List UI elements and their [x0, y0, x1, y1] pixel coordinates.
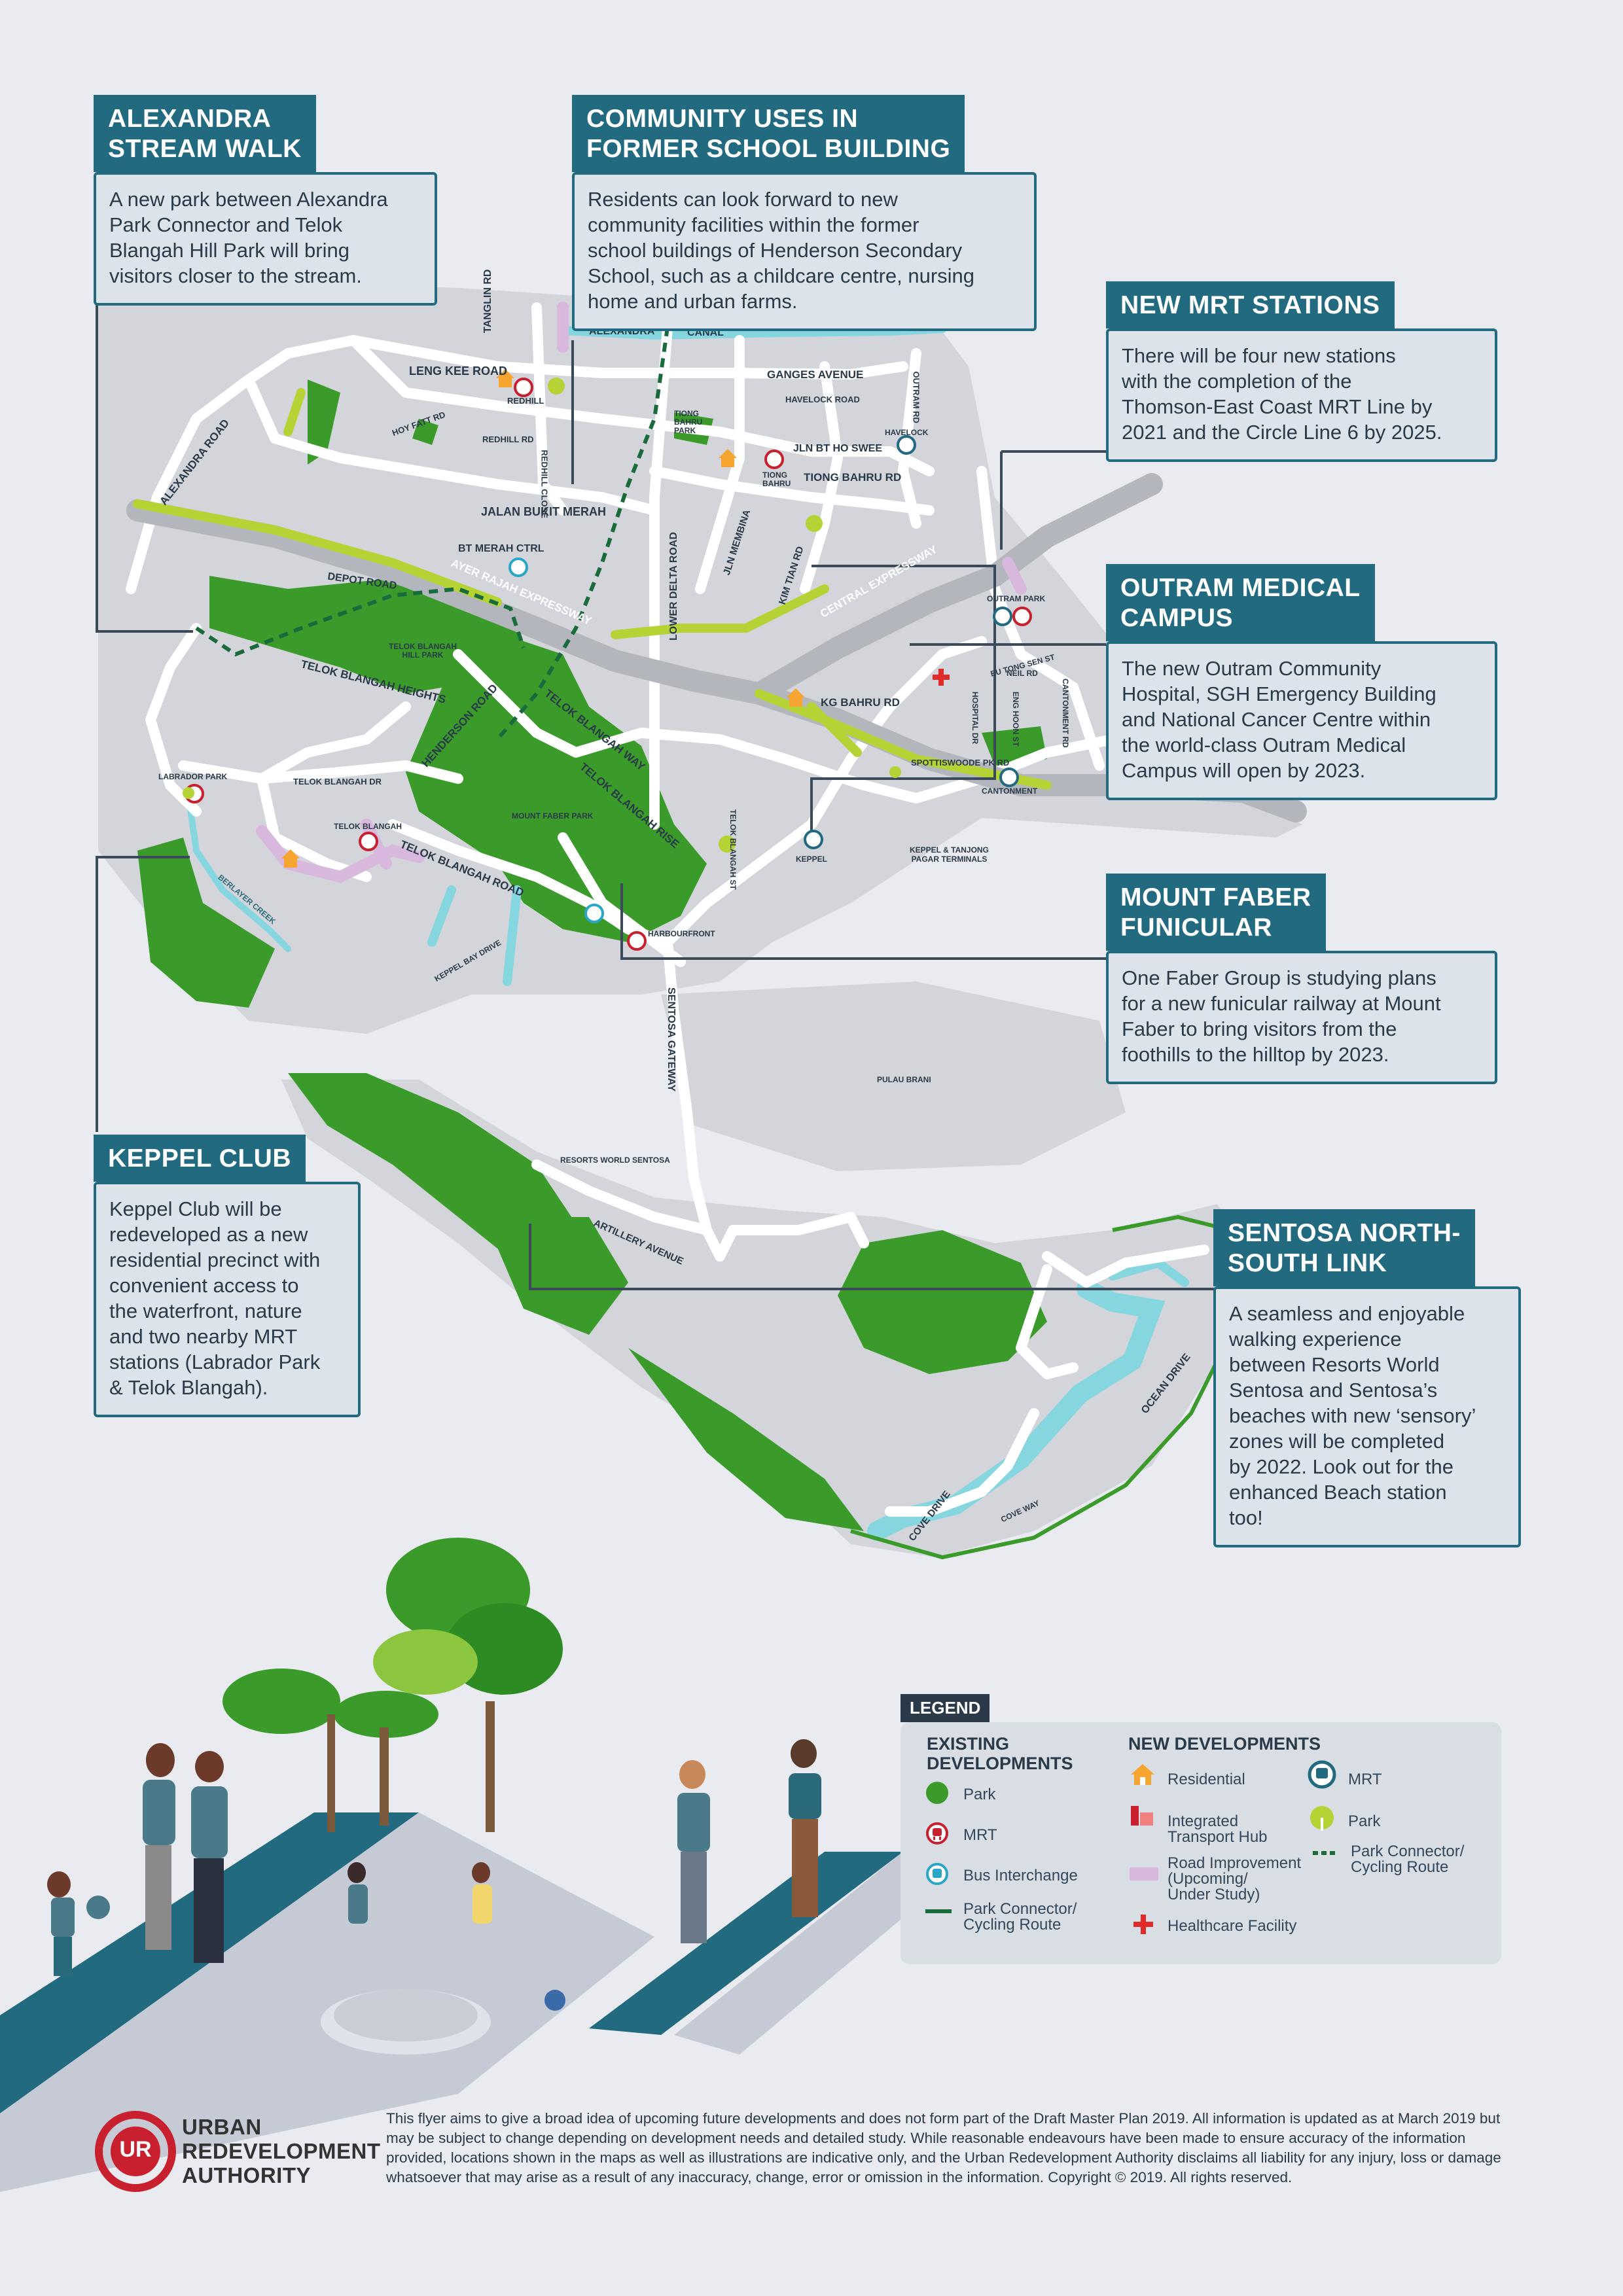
- label-jln-bt-ho-swee: JLN BT HO SWEE: [793, 443, 883, 454]
- label-tiong-bahru-park: TIONG BAHRU PARK: [674, 409, 703, 435]
- label-spottiswoode: SPOTTISWOODE PK RD: [911, 758, 1010, 768]
- new-park-connectors: [133, 388, 1052, 790]
- road-network: [126, 302, 1209, 1517]
- card-keppel-club: KEPPEL CLUB Keppel Club will be redevelo…: [94, 1135, 361, 1417]
- card-text: A new park between Alexandra Park Connec…: [94, 172, 437, 306]
- label-leng-kee-road: LENG KEE ROAD: [409, 364, 508, 378]
- ura-logo: [95, 2111, 176, 2192]
- card-text: A seamless and enjoyable walking experie…: [1213, 1286, 1521, 1547]
- card-text: Residents can look forward to new commun…: [572, 172, 1037, 331]
- callout-leaders: [96, 301, 1214, 1290]
- disclaimer: This flyer aims to give a broad idea of …: [386, 2110, 1501, 2185]
- new-mrt-icon: [1308, 1760, 1336, 1789]
- card-community-uses: COMMUNITY USES IN FORMER SCHOOL BUILDING…: [572, 95, 1037, 331]
- card-title: OUTRAM MEDICAL CAMPUS: [1106, 564, 1375, 641]
- label-telok-blangah-hill-park: TELOK BLANGAH HILL PARK: [389, 642, 457, 660]
- card-alexandra-stream-walk: ALEXANDRA STREAM WALK A new park between…: [94, 95, 437, 306]
- bus-interchange-markers: [508, 557, 604, 923]
- label-sentosa-gateway: SENTOSA GATEWAY: [666, 987, 677, 1092]
- legend-existing-connector: Park Connector/ Cycling Route: [963, 1900, 1077, 1934]
- new-park-icon: [1310, 1806, 1334, 1831]
- label-cantonment-rd: CANTONMENT RD: [1061, 679, 1070, 748]
- card-title: COMMUNITY USES IN FORMER SCHOOL BUILDING: [572, 95, 965, 172]
- label-redhill: REDHILL: [507, 396, 544, 406]
- road-improvement-icon: [1130, 1867, 1158, 1881]
- healthcare-cross-icon: [933, 669, 950, 686]
- label-redhill-rd: REDHILL RD: [482, 434, 534, 444]
- label-telok-blangah-st: TELOK BLANGAH ST: [728, 809, 738, 890]
- label-pulau-brani: PULAU BRANI: [877, 1075, 931, 1084]
- card-title: ALEXANDRA STREAM WALK: [94, 95, 316, 172]
- label-keppel-tanjong: KEPPEL & TANJONG PAGAR TERMINALS: [910, 845, 989, 864]
- residential-markers: [281, 369, 805, 868]
- label-outram-rd: OUTRAM RD: [911, 371, 921, 423]
- sentosa-coast: [850, 1214, 1246, 1560]
- park-markers: [183, 378, 901, 853]
- ura-name: URBAN REDEVELOPMENT AUTHORITY: [182, 2115, 381, 2187]
- new-connector-dashed-icon: [1313, 1851, 1336, 1855]
- label-telok-blangah-dr: TELOK BLANGAH DR: [293, 777, 382, 786]
- label-tanglin-rd: TANGLIN RD: [482, 269, 493, 333]
- label-tiong-bahru-rd: TIONG BAHRU RD: [804, 471, 902, 484]
- mrt-icon: [926, 1822, 948, 1845]
- card-text: The new Outram Community Hospital, SGH E…: [1106, 641, 1497, 800]
- label-labrador-park: LABRADOR PARK: [158, 772, 228, 781]
- healthcare-icon: [1133, 1915, 1153, 1934]
- card-title: KEPPEL CLUB: [94, 1135, 306, 1182]
- label-cantonment: CANTONMENT: [982, 786, 1038, 796]
- label-neil-rd: NEIL RD: [1007, 669, 1038, 678]
- label-outram-park: OUTRAM PARK: [987, 594, 1046, 603]
- legend-existing-bus: Bus Interchange: [963, 1867, 1078, 1884]
- card-text: There will be four new stations with the…: [1106, 328, 1497, 462]
- mrt-markers: [185, 378, 1032, 951]
- legend-existing-park: Park: [963, 1786, 996, 1803]
- park-icon: [926, 1782, 948, 1804]
- legend-existing-heading: EXISTING DEVELOPMENTS: [927, 1734, 1073, 1773]
- ura-logo-text: UR: [119, 2137, 152, 2162]
- label-bt-merah-ctrl: BT MERAH CTRL: [458, 543, 544, 554]
- legend-new-heading: NEW DEVELOPMENTS: [1128, 1734, 1321, 1754]
- label-ganges-avenue: GANGES AVENUE: [767, 368, 864, 381]
- planned-cycling-route: [195, 327, 669, 741]
- label-kg-bahru-rd: KG BAHRU RD: [821, 696, 900, 709]
- label-telok-blangah-mrt: TELOK BLANGAH: [334, 822, 402, 831]
- card-outram-medical-campus: OUTRAM MEDICAL CAMPUS The new Outram Com…: [1106, 564, 1497, 800]
- legend-panel: [901, 1722, 1501, 1964]
- legend-new-road-improvement: Road Improvement (Upcoming/ Under Study): [1168, 1854, 1302, 1903]
- card-title: SENTOSA NORTH- SOUTH LINK: [1213, 1209, 1475, 1286]
- legend-tag: LEGEND: [901, 1694, 990, 1722]
- card-title: MOUNT FABER FUNICULAR: [1106, 874, 1326, 951]
- label-harbourfront: HARBOURFRONT: [648, 929, 715, 938]
- legend-new-mrt: MRT: [1348, 1771, 1382, 1788]
- legend-new-park: Park: [1348, 1812, 1381, 1830]
- legend-new-residential: Residential: [1168, 1771, 1245, 1788]
- label-resorts-world: RESORTS WORLD SENTOSA: [560, 1156, 670, 1165]
- label-havelock: HAVELOCK: [885, 428, 929, 437]
- bus-interchange-icon: [926, 1863, 948, 1885]
- legend-new-connector: Park Connector/ Cycling Route: [1351, 1843, 1465, 1876]
- card-text: One Faber Group is studying plans for a …: [1106, 951, 1497, 1084]
- legend-new-transport-hub: Integrated Transport Hub: [1168, 1812, 1268, 1846]
- park-connector-line-icon: [925, 1909, 952, 1913]
- label-eng-hoon-st: ENG HOON ST: [1011, 692, 1020, 747]
- label-keppel: KEPPEL: [796, 855, 828, 864]
- label-lower-delta-road: LOWER DELTA ROAD: [668, 532, 679, 641]
- transport-hub-icon: [1131, 1806, 1153, 1826]
- label-hospital-dr: HOSPITAL DR: [971, 692, 980, 745]
- label-havelock-road: HAVELOCK ROAD: [785, 395, 860, 404]
- legend-new-healthcare: Healthcare Facility: [1168, 1917, 1297, 1935]
- card-text: Keppel Club will be redeveloped as a new…: [94, 1182, 361, 1417]
- card-mount-faber-funicular: MOUNT FABER FUNICULAR One Faber Group is…: [1106, 874, 1497, 1084]
- card-sentosa-north-south-link: SENTOSA NORTH- SOUTH LINK A seamless and…: [1213, 1209, 1521, 1547]
- parks: [137, 380, 1047, 1531]
- legend-existing-mrt: MRT: [963, 1826, 997, 1844]
- card-new-mrt-stations: NEW MRT STATIONS There will be four new …: [1106, 281, 1497, 462]
- label-jalan-bukit-merah: JALAN BUKIT MERAH: [481, 505, 606, 518]
- illustration-park-scene: [0, 1538, 982, 2192]
- residential-icon: [1131, 1764, 1154, 1785]
- card-title: NEW MRT STATIONS: [1106, 281, 1395, 328]
- label-mount-faber-park: MOUNT FABER PARK: [512, 811, 594, 821]
- label-tiong-bahru: TIONG BAHRU: [762, 470, 791, 488]
